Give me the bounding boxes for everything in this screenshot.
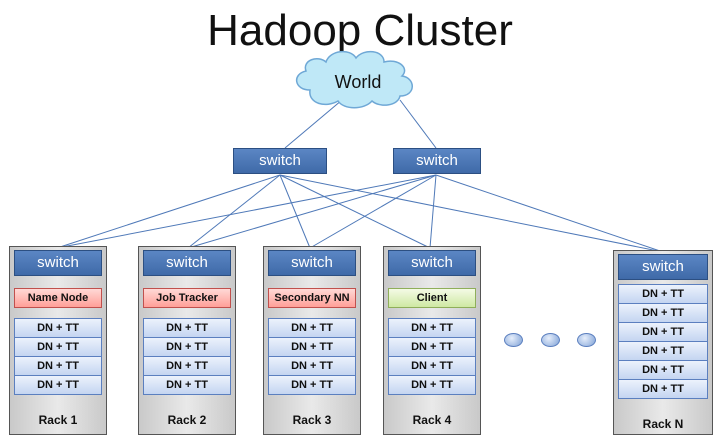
link-sw2-rackN bbox=[435, 174, 664, 253]
rack-label: Rack 3 bbox=[292, 413, 332, 427]
rack-switch: switch bbox=[388, 250, 476, 276]
data-node: DN + TT bbox=[619, 361, 707, 380]
core-switch-1: switch bbox=[233, 148, 327, 174]
data-node: DN + TT bbox=[269, 319, 355, 338]
data-node-group: DN + TT DN + TT DN + TT DN + TT DN + TT … bbox=[618, 284, 708, 399]
data-node: DN + TT bbox=[619, 342, 707, 361]
data-node: DN + TT bbox=[144, 338, 230, 357]
ellipsis-dot bbox=[504, 333, 523, 347]
data-node: DN + TT bbox=[144, 376, 230, 394]
data-node: DN + TT bbox=[389, 319, 475, 338]
data-node-group: DN + TT DN + TT DN + TT DN + TT bbox=[388, 318, 476, 395]
secondary-name-node: Secondary NN bbox=[268, 288, 356, 308]
link-world-switch1 bbox=[284, 99, 343, 149]
data-node: DN + TT bbox=[389, 376, 475, 394]
rack-2: switch Job Tracker DN + TT DN + TT DN + … bbox=[138, 246, 236, 435]
data-node: DN + TT bbox=[389, 338, 475, 357]
data-node: DN + TT bbox=[619, 323, 707, 342]
link-sw2-rack3 bbox=[309, 174, 437, 249]
core-switch-2: switch bbox=[393, 148, 481, 174]
link-sw1-rack1 bbox=[56, 174, 281, 249]
ellipsis-dot bbox=[541, 333, 560, 347]
rack-4: switch Client DN + TT DN + TT DN + TT DN… bbox=[383, 246, 481, 435]
link-sw1-rackN bbox=[279, 174, 664, 253]
data-node: DN + TT bbox=[15, 338, 101, 357]
data-node-group: DN + TT DN + TT DN + TT DN + TT bbox=[143, 318, 231, 395]
rack-label: Rack 4 bbox=[412, 413, 452, 427]
data-node: DN + TT bbox=[15, 376, 101, 394]
rack-label: Rack 1 bbox=[38, 413, 78, 427]
link-sw2-rack2 bbox=[187, 174, 437, 249]
data-node: DN + TT bbox=[619, 285, 707, 304]
diagram-title: Hadoop Cluster bbox=[207, 6, 513, 55]
link-world-switch2 bbox=[399, 99, 437, 149]
job-tracker: Job Tracker bbox=[143, 288, 231, 308]
name-node: Name Node bbox=[14, 288, 102, 308]
rack-switch: switch bbox=[143, 250, 231, 276]
rack-switch: switch bbox=[14, 250, 102, 276]
link-sw2-rack1 bbox=[56, 174, 437, 249]
data-node: DN + TT bbox=[389, 357, 475, 376]
rack-n: switch DN + TT DN + TT DN + TT DN + TT D… bbox=[613, 250, 713, 435]
data-node-group: DN + TT DN + TT DN + TT DN + TT bbox=[268, 318, 356, 395]
rack-switch: switch bbox=[618, 254, 708, 280]
rack-3: switch Secondary NN DN + TT DN + TT DN +… bbox=[263, 246, 361, 435]
data-node: DN + TT bbox=[269, 376, 355, 394]
data-node: DN + TT bbox=[269, 357, 355, 376]
link-sw1-rack2 bbox=[187, 174, 281, 249]
data-node: DN + TT bbox=[15, 319, 101, 338]
link-sw1-rack4 bbox=[279, 174, 431, 249]
link-sw2-rack4 bbox=[429, 174, 437, 249]
ellipsis-dot bbox=[577, 333, 596, 347]
data-node-group: DN + TT DN + TT DN + TT DN + TT bbox=[14, 318, 102, 395]
rack-label: Rack 2 bbox=[167, 413, 207, 427]
world-label: World bbox=[334, 72, 382, 92]
link-sw1-rack3 bbox=[279, 174, 311, 249]
data-node: DN + TT bbox=[144, 319, 230, 338]
data-node: DN + TT bbox=[144, 357, 230, 376]
data-node: DN + TT bbox=[15, 357, 101, 376]
world-cloud-icon bbox=[296, 50, 413, 109]
data-node: DN + TT bbox=[619, 380, 707, 398]
rack-switch: switch bbox=[268, 250, 356, 276]
data-node: DN + TT bbox=[269, 338, 355, 357]
rack-label: Rack N bbox=[642, 417, 684, 431]
data-node: DN + TT bbox=[619, 304, 707, 323]
client-node: Client bbox=[388, 288, 476, 308]
rack-1: switch Name Node DN + TT DN + TT DN + TT… bbox=[9, 246, 107, 435]
